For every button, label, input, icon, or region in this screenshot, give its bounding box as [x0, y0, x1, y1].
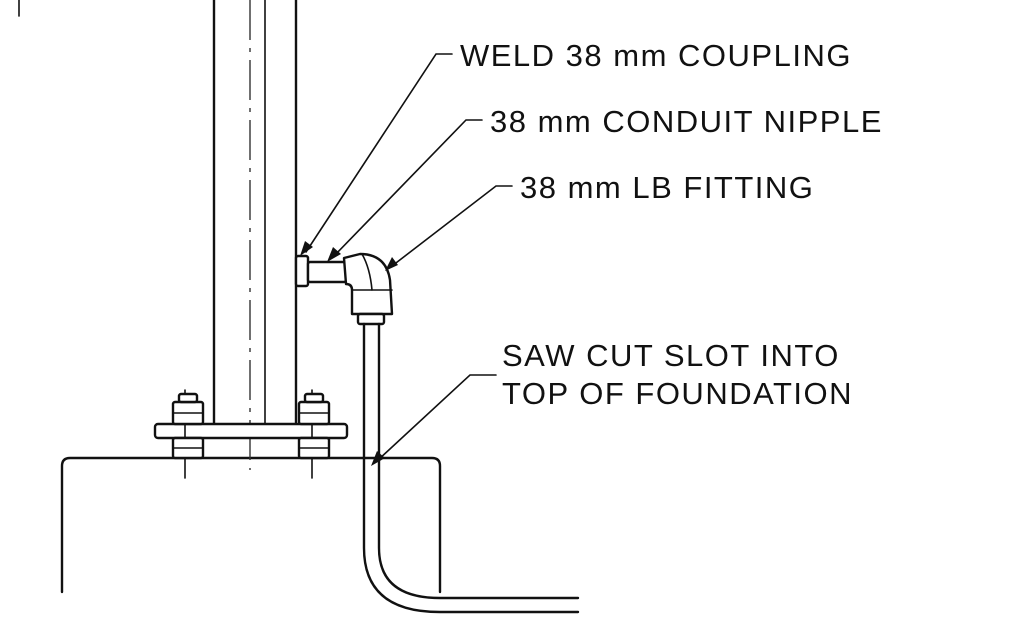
leader-nipple	[327, 119, 483, 262]
anchor-bolt-left	[171, 389, 205, 479]
label-conduit-nipple: 38 mm CONDUIT NIPPLE	[490, 104, 883, 139]
label-weld-coupling: WELD 38 mm COUPLING	[460, 38, 852, 73]
leader-coupling	[300, 53, 453, 256]
base-plate	[153, 422, 349, 440]
label-saw-cut-line2: TOP OF FOUNDATION	[502, 376, 853, 411]
anchor-bolt-right	[297, 389, 331, 479]
concrete-foundation	[60, 456, 442, 594]
leader-lb-fitting	[385, 185, 513, 271]
leader-slot	[371, 374, 497, 466]
label-lb-fitting: 38 mm LB FITTING	[520, 170, 814, 205]
conduit-nipple	[306, 260, 348, 284]
conduit-run	[356, 312, 580, 614]
steel-pole	[212, 0, 298, 470]
weld-coupling	[294, 254, 310, 288]
label-saw-cut-line1: SAW CUT SLOT INTO	[502, 338, 840, 373]
lb-fitting	[342, 252, 394, 316]
